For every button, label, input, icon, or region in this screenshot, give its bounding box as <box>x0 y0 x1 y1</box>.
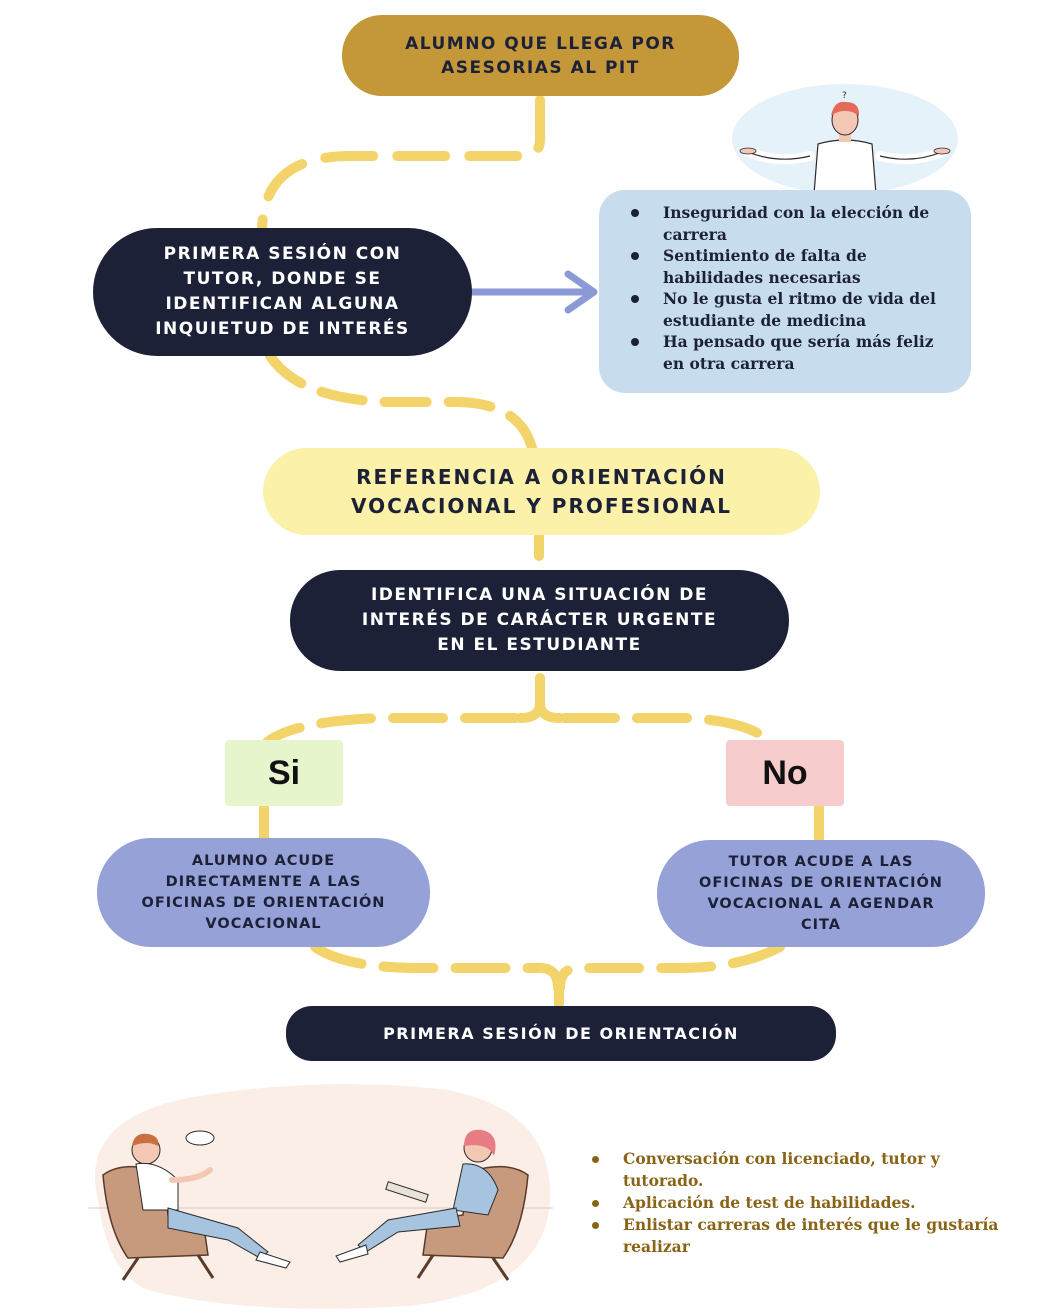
connector-first-session-to-referral <box>265 351 537 453</box>
bullet-icon <box>592 1200 599 1207</box>
node-student-arrives: ALUMNO QUE LLEGA POR ASESORIAS AL PIT <box>342 15 739 96</box>
concern-item: Sentimiento de falta de habilidades nece… <box>619 245 957 288</box>
bullet-icon <box>631 252 639 260</box>
decision-no-tag: No <box>726 740 844 806</box>
concern-item: Ha pensado que sería más feliz en otra c… <box>619 331 957 374</box>
node-vocational-referral: REFERENCIA A ORIENTACIÓN VOCACIONAL Y PR… <box>263 448 820 535</box>
node-tutor-schedules: TUTOR ACUDE A LAS OFICINAS DE ORIENTACIÓ… <box>657 840 985 947</box>
session-activities: Conversación con licenciado, tutor y tut… <box>582 1148 1002 1258</box>
bullet-icon <box>631 295 639 303</box>
node-urgent-situation: IDENTIFICA UNA SITUACIÓN DE INTERÉS DE C… <box>290 570 789 671</box>
bullet-icon <box>592 1156 599 1163</box>
node-urgent-situation-label: IDENTIFICA UNA SITUACIÓN DE INTERÉS DE C… <box>361 585 718 655</box>
connector-no-to-final <box>555 942 785 993</box>
connector-to-no <box>560 713 775 747</box>
concern-item: Inseguridad con la elección de carrera <box>619 202 957 245</box>
node-first-tutor-session: PRIMERA SESIÓN CON TUTOR, DONDE SE IDENT… <box>93 228 472 356</box>
node-student-goes-directly-label: ALUMNO ACUDE DIRECTAMENTE A LAS OFICINAS… <box>141 852 386 932</box>
bullet-icon <box>631 209 639 217</box>
connector-urgent-split <box>515 673 565 723</box>
activity-item: Conversación con licenciado, tutor y tut… <box>582 1148 1002 1192</box>
connector-yes-to-final <box>310 942 563 993</box>
node-student-arrives-label: ALUMNO QUE LLEGA POR ASESORIAS AL PIT <box>405 33 676 78</box>
node-vocational-referral-label: REFERENCIA A ORIENTACIÓN VOCACIONAL Y PR… <box>351 464 732 518</box>
svg-text:?: ? <box>842 91 847 101</box>
decision-yes-label: Si <box>267 753 301 792</box>
arrow-to-concerns <box>468 270 598 314</box>
confused-person-shrug-icon: ? <box>732 84 958 194</box>
counseling-session-icon <box>88 1084 553 1309</box>
node-tutor-schedules-label: TUTOR ACUDE A LAS OFICINAS DE ORIENTACIÓ… <box>699 853 943 933</box>
concern-item: No le gusta el ritmo de vida del estudia… <box>619 288 957 331</box>
decision-yes-tag: Si <box>225 740 343 806</box>
bullet-icon <box>592 1222 599 1229</box>
concerns-box: Inseguridad con la elección de carrera S… <box>599 190 971 393</box>
concerns-list: Inseguridad con la elección de carrera S… <box>619 202 957 374</box>
connector-start-to-first-session <box>257 95 545 237</box>
decision-no-label: No <box>762 753 808 792</box>
node-first-orientation-session: PRIMERA SESIÓN DE ORIENTACIÓN <box>286 1006 836 1061</box>
node-first-tutor-session-label: PRIMERA SESIÓN CON TUTOR, DONDE SE IDENT… <box>155 244 410 339</box>
activity-item: Enlistar carreras de interés que le gust… <box>582 1214 1002 1258</box>
activity-item: Aplicación de test de habilidades. <box>582 1192 1002 1214</box>
node-first-orientation-session-label: PRIMERA SESIÓN DE ORIENTACIÓN <box>383 1023 739 1043</box>
node-student-goes-directly: ALUMNO ACUDE DIRECTAMENTE A LAS OFICINAS… <box>97 838 430 947</box>
session-activities-list: Conversación con licenciado, tutor y tut… <box>582 1148 1002 1258</box>
bullet-icon <box>631 338 639 346</box>
